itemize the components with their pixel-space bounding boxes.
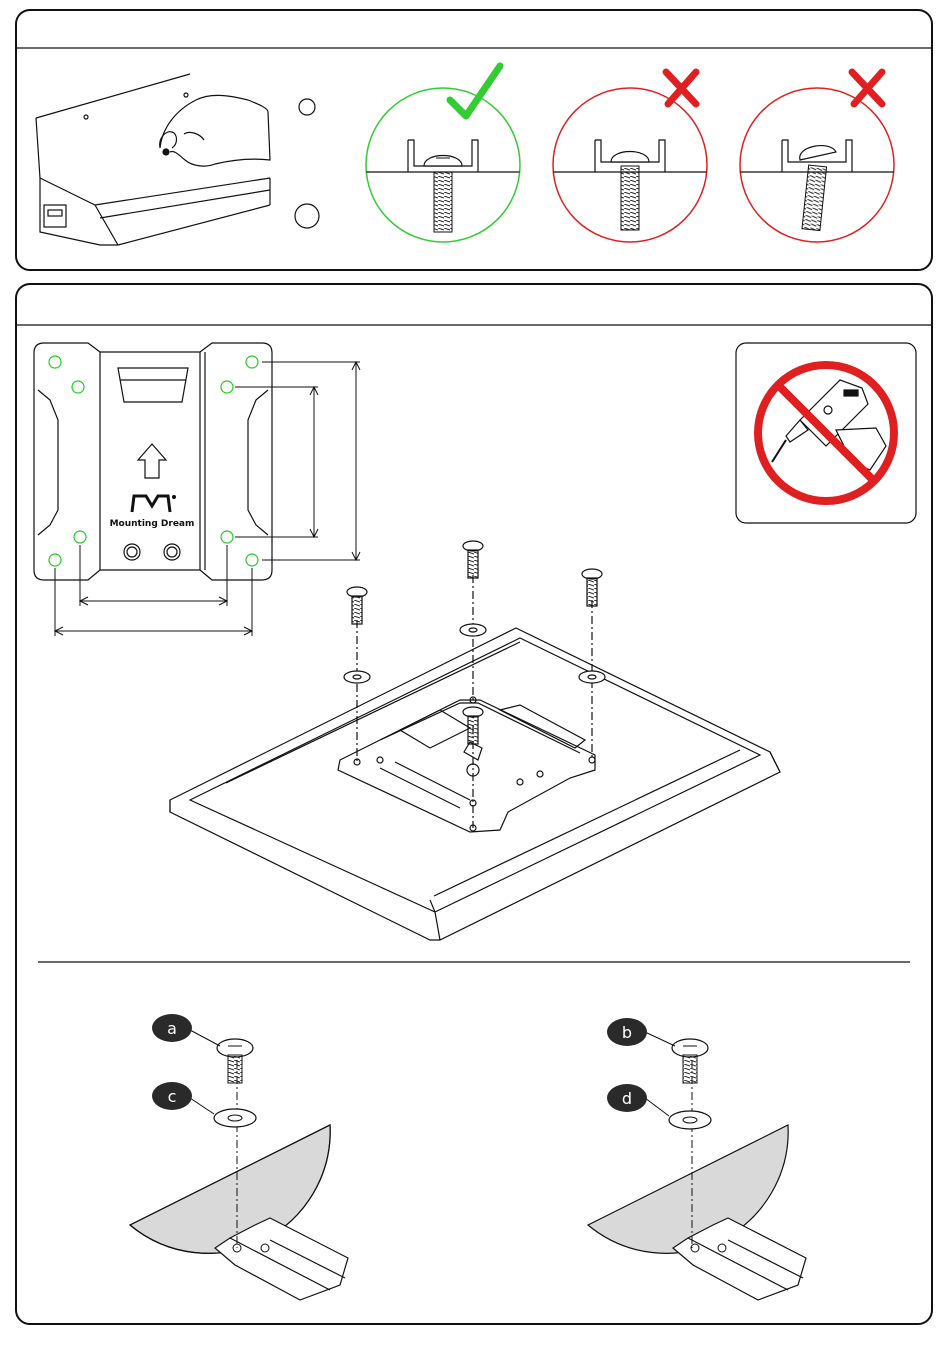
step-panel-1 [16, 10, 932, 270]
brand-logo-text: Mounting Dream [110, 519, 195, 529]
brand-logo: Mounting Dream [110, 495, 195, 529]
small-washer-icon [299, 99, 315, 115]
vesa-holes [49, 356, 258, 566]
svg-text:a: a [167, 1019, 177, 1038]
wrong-fit-diagram-2 [740, 72, 894, 242]
svg-text:c: c [168, 1087, 177, 1106]
cross-mark-icon [666, 72, 696, 104]
callout-a: a [152, 1014, 192, 1042]
tv-back-exploded-view [170, 628, 780, 940]
large-washer-icon [295, 204, 319, 228]
callout-d: d [607, 1084, 647, 1112]
step-panel-2: Mounting Dream [16, 284, 932, 1324]
cross-mark-icon [852, 72, 882, 104]
detail-view-right: b d [588, 1018, 806, 1300]
svg-text:d: d [622, 1089, 632, 1108]
mounting-plate-front-view [34, 343, 272, 580]
correct-fit-diagram [366, 66, 520, 242]
svg-text:b: b [622, 1023, 632, 1042]
wrong-fit-diagram-1 [553, 72, 707, 242]
no-power-drill-warning [736, 343, 916, 523]
tv-corner-hand-illustration [36, 74, 270, 245]
detail-view-left: a c [130, 1014, 348, 1300]
dimension-lines [55, 362, 360, 636]
arrow-up-icon [138, 444, 166, 478]
callout-b: b [607, 1018, 647, 1046]
callout-c: c [152, 1082, 192, 1110]
